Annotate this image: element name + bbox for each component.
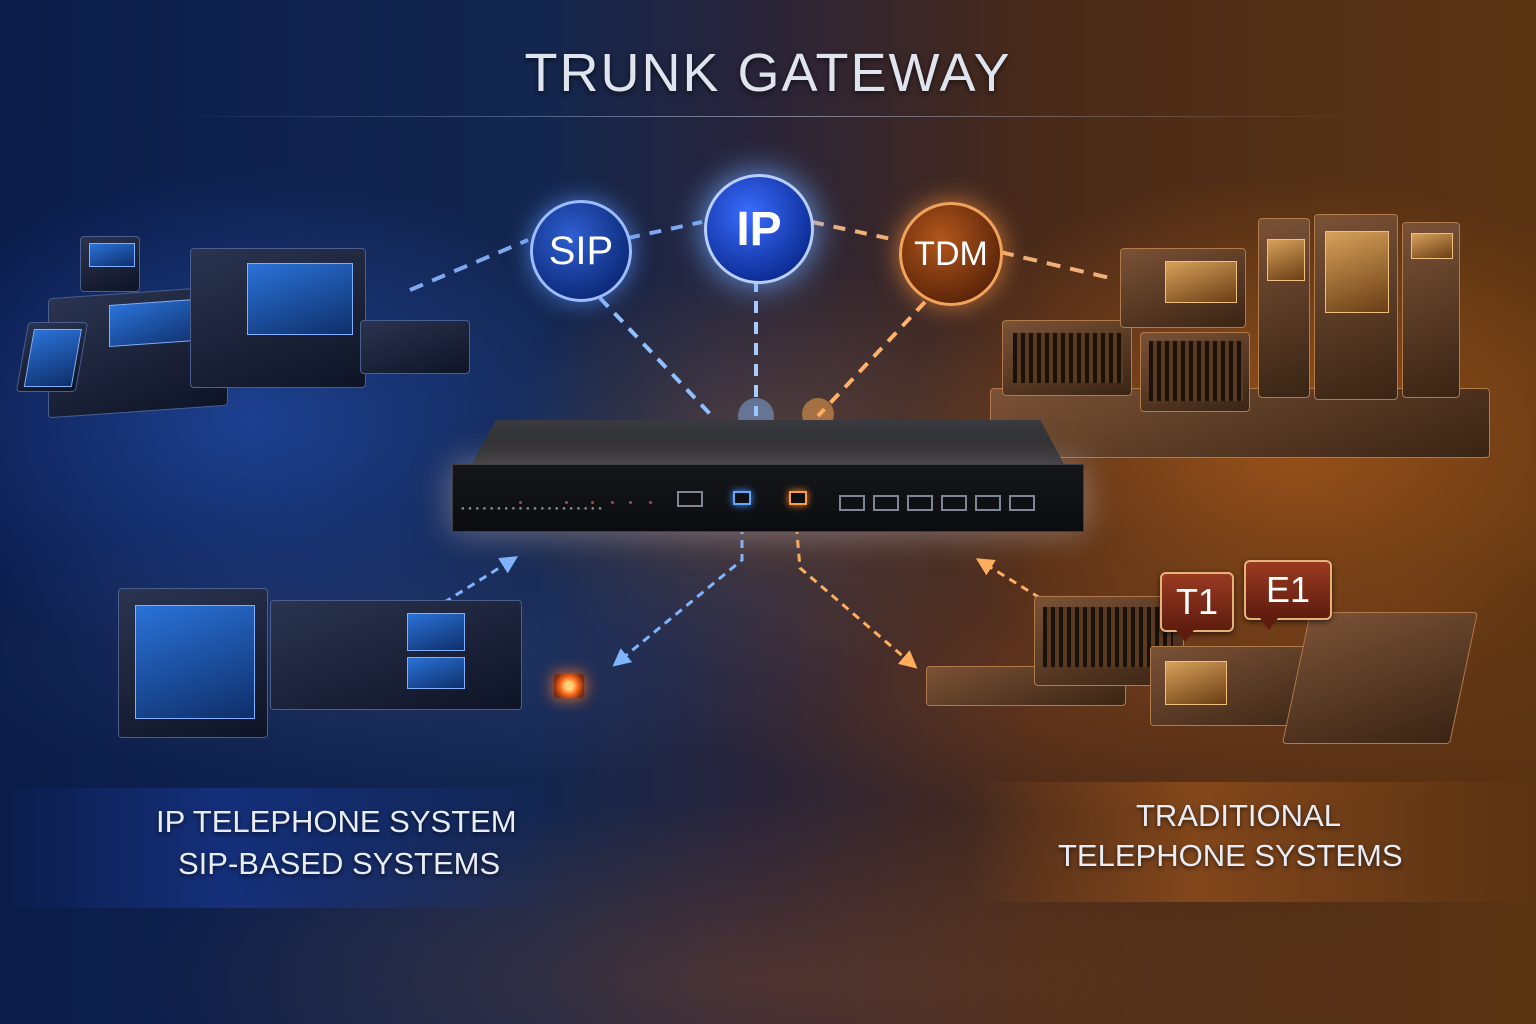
link-ipphones-to-sip [409,238,529,292]
link-tdm-to-pbx [999,250,1111,280]
network-spark-icon [554,674,584,698]
status-led-5 [629,501,632,504]
status-led-2 [565,501,568,504]
link-sip-to-ip [627,220,703,240]
e1-label: E1 [1265,569,1311,610]
ip-pbx-server [270,600,522,710]
pbx-controller [1120,248,1246,328]
status-led-3 [591,501,594,504]
ip-pbx-server-screen-2 [407,657,465,689]
pbx-switch-block [1140,332,1250,412]
trunk-port-1 [839,495,865,511]
ip-phone-3 [80,236,140,292]
diagram-title: TRUNK GATEWAY [524,43,1012,103]
ip-phone-3-screen [89,243,135,267]
link-t1e1-to-gateway [975,558,1041,600]
pbx-cabinet-2-screen [1325,231,1389,313]
pbx-switch-grill [1149,341,1243,401]
trunk-gateway-device: ▪ ▪ ▪ ▪ ▪ ▪ ▪ ▪ ▪ ▪ ▪ ▪ ▪ ▪ ▪ ▪ ▪ ▪ ▪ ▪ [452,420,1084,532]
tdm-uplink-port [789,491,807,505]
ip-caption-line-2: SIP-BASED SYSTEMS [178,846,501,881]
status-led-4 [611,501,614,504]
pbx-cabinet-3 [1402,222,1460,398]
desk-console [360,320,470,374]
trunk-port-2 [873,495,899,511]
pbx-cabinet-1-screen [1267,239,1305,281]
ip-uplink-port [733,491,751,505]
t1-badge: T1 [1160,572,1234,642]
line-card-stack [1281,612,1479,744]
trunk-port-4 [941,495,967,511]
sip-node: SIP [530,200,632,302]
ip-node: IP [704,174,814,284]
console-port [677,491,703,507]
pbx-cabinet-3-screen [1411,233,1453,259]
tdm-node: TDM [899,202,1003,306]
ip-phone-2 [190,248,366,388]
ip-caption-line-1: IP TELEPHONE SYSTEM [156,804,517,839]
status-led-6 [649,501,652,504]
sip-label: SIP [548,228,614,273]
trunk-port-6 [1009,495,1035,511]
traditional-caption-line-1: TRADITIONAL [1136,798,1341,833]
trunk-port-5 [975,495,1001,511]
ip-phone-2-screen [247,263,353,335]
gateway-top-panel [472,420,1064,464]
traditional-caption-line-2: TELEPHONE SYSTEMS [1058,838,1403,873]
desk-tablet-screen [23,329,82,387]
trunk-port-3 [907,495,933,511]
t1-label: T1 [1175,581,1218,622]
link-ip-to-tdm [811,220,897,242]
desk-tablet [15,322,89,392]
pbx-controller-screen [1165,261,1237,303]
e1-multiplexer-screen [1165,661,1227,705]
ip-pbx-server-screen-1 [407,613,465,651]
ip-pbx-touch-terminal [118,588,268,738]
ip-pbx-terminal-screen [135,605,255,719]
pbx-cabinet-2 [1314,214,1398,400]
pbx-cabinet-1 [1258,218,1310,398]
link-gateway-to-t1e1 [792,497,918,669]
link-tdm-to-gateway [816,300,927,418]
e1-badge: E1 [1244,560,1332,630]
traditional-systems-caption-band [970,782,1536,902]
ip-systems-caption-band [0,788,560,908]
title-divider [160,116,1376,117]
link-sip-to-gateway [598,296,714,418]
status-led-1 [519,501,522,504]
ip-label: IP [736,202,782,256]
tdm-label: TDM [914,234,988,273]
pbx-rack-panel [1002,320,1132,396]
gateway-front-panel: ▪ ▪ ▪ ▪ ▪ ▪ ▪ ▪ ▪ ▪ ▪ ▪ ▪ ▪ ▪ ▪ ▪ ▪ ▪ ▪ [452,464,1084,532]
pbx-rack-grill [1013,333,1123,383]
